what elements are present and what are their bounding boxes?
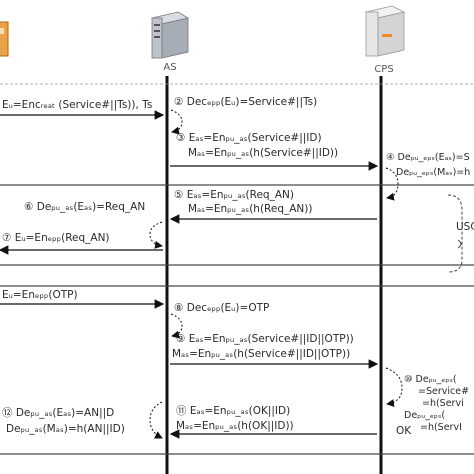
self-loop-as-2 xyxy=(170,109,183,135)
ok-label: OK xyxy=(396,425,412,437)
step-3-enc-line1: ③ Eₐₛ=Enₚᵤ_ₐₛ(Service#||ID) xyxy=(176,132,322,144)
step-12-dec-line1: ⑫ Deₚᵤ_ₐₛ(Eₐₛ)=AN||D xyxy=(2,407,114,419)
cps-server-icon xyxy=(364,5,406,57)
step-10-dec-line3: =h(Servi xyxy=(422,398,464,409)
self-loop-as-8 xyxy=(170,313,183,339)
step-6-dec: ⑥ Deₚᵤ_ₐₛ(Eₐₛ)=Req_AN xyxy=(24,201,145,213)
use-glyph xyxy=(457,239,462,249)
step-3-enc-line2: Mₐₛ=Enₚᵤ_ₐₛ(h(Service#||ID)) xyxy=(188,147,338,159)
self-loop-cps-10 xyxy=(385,367,403,408)
self-loop-as-12 xyxy=(149,401,163,439)
step-7-enc: ⑦ Eᵤ=Enₑₚₚ(Req_AN) xyxy=(2,232,110,244)
self-loop-cps-4 xyxy=(385,167,399,201)
cps-label: CPS xyxy=(374,64,393,75)
use-label: USC xyxy=(456,221,474,233)
use-bracket xyxy=(447,194,463,273)
as-label: AS xyxy=(163,62,176,73)
phase-box-request xyxy=(0,184,474,266)
step-9-enc-line2: Mₐₛ=Enₚᵤ_ₐₛ(h(Service#||ID||OTP)) xyxy=(172,348,350,360)
msg-user-enc-otp: Eᵤ=Enₑₚₚ(OTP) xyxy=(2,289,78,301)
step-9-enc-line1: ⑨ Eₐₛ=Enₚᵤ_ₐₛ(Service#||ID||OTP)) xyxy=(176,333,354,345)
step-5-enc-line1: ⑤ Eₐₛ=Enₚᵤ_ₐₛ(Req_AN) xyxy=(174,189,294,201)
step-11-enc-line2: Mₐₛ=Enₚᵤ_ₐₛ(h(OK||ID)) xyxy=(176,420,294,432)
msg-user-enc-service: Eᵤ=Encᵣₑₐₜ (Service#||Ts)), Ts xyxy=(2,99,152,111)
as-server-icon xyxy=(150,11,190,59)
step-10-dec-line5: =h(ServI xyxy=(420,422,462,433)
step-10-dec-line1: ⑩ Deₚᵤ_ₑₚₛ( xyxy=(404,374,457,385)
user-device-icon xyxy=(0,21,9,57)
phase-box-otp xyxy=(0,285,474,455)
step-4-dec-line2: Deₚᵤ_ₑₚₛ(Mₐₛ)=h xyxy=(396,167,470,178)
step-2-dec: ② Decₑₚₚ(Eᵤ)=Service#||Ts) xyxy=(174,96,317,108)
step-8-dec-otp: ⑧ Decₑₚₚ(Eᵤ)=OTP xyxy=(174,302,269,314)
step-12-dec-line2: Deₚᵤ_ₐₛ(Mₐₛ)=h(AN||ID) xyxy=(6,423,125,435)
step-5-enc-line2: Mₐₛ=Enₚᵤ_ₐₛ(h(Req_AN)) xyxy=(188,203,312,215)
step-10-dec-line2: =Service# xyxy=(418,386,469,397)
step-4-dec-line1: ④ Deₚᵤ_ₑₚₛ(Eₐₛ)=S xyxy=(386,152,470,163)
self-loop-as-6 xyxy=(149,221,163,249)
step-11-enc-line1: ⑪ Eₐₛ=Enₚᵤ_ₐₛ(OK||ID) xyxy=(176,405,290,417)
step-10-dec-line4: Deₚᵤ_ₑₚₛ( xyxy=(404,410,445,421)
